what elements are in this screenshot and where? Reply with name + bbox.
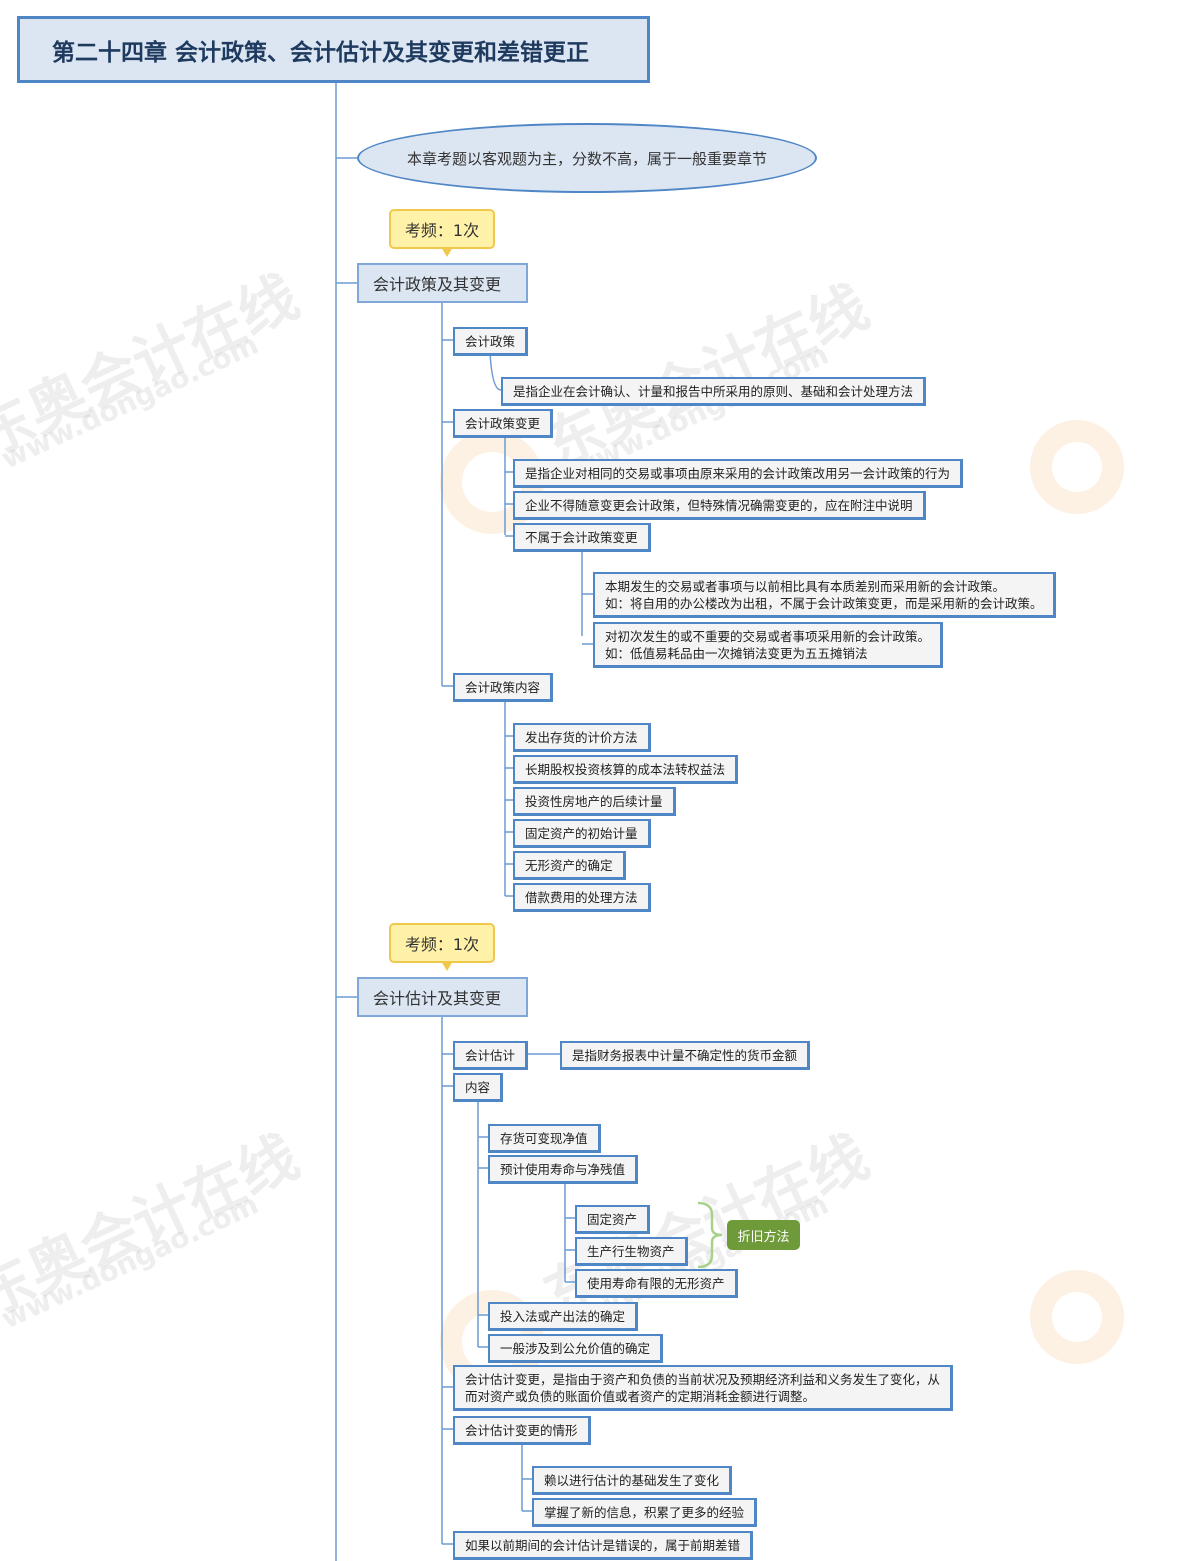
node-life-item[interactable]: 生产行生物资产 [575, 1237, 688, 1266]
node-policy-change-note[interactable]: 企业不得随意变更会计政策，但特殊情况确需变更的，应在附注中说明 [513, 491, 926, 520]
exam-frequency-callout: 考频：1次 [389, 923, 495, 971]
node-policy-def[interactable]: 是指企业在会计确认、计量和报告中所采用的原则、基础和会计处理方法 [501, 377, 927, 406]
node-estimate-content[interactable]: 内容 [453, 1073, 504, 1102]
node-estimate-content-item[interactable]: 存货可变现净值 [488, 1124, 601, 1153]
node-estimate-def[interactable]: 是指财务报表中计量不确定性的货币金额 [560, 1041, 811, 1070]
node-policy-content-item[interactable]: 无形资产的确定 [513, 851, 626, 880]
node-not-change-case[interactable]: 本期发生的交易或者事项与以前相比具有本质差别而采用新的会计政策。 如：将自用的办… [593, 572, 1056, 618]
node-policy-content-item[interactable]: 固定资产的初始计量 [513, 819, 651, 848]
def-line: 会计估计变更，是指由于资产和负债的当前状况及预期经济利益和义务发生了变化，从 [465, 1372, 941, 1387]
node-policy-change-def[interactable]: 是指企业对相同的交易或事项由原来采用的会计政策改用另一会计政策的行为 [513, 459, 964, 488]
page-title: 第二十四章 会计政策、会计估计及其变更和差错更正 [17, 16, 650, 83]
node-estimate[interactable]: 会计估计 [453, 1041, 529, 1070]
node-policy-content-item[interactable]: 借款费用的处理方法 [513, 883, 651, 912]
summary-bubble: 本章考题以客观题为主，分数不高，属于一般重要章节 [357, 123, 817, 193]
topic-estimate-change[interactable]: 会计估计及其变更 [357, 977, 528, 1017]
node-policy[interactable]: 会计政策 [453, 327, 529, 356]
depreciation-method-tag[interactable]: 折旧方法 [727, 1220, 800, 1250]
depreciation-brace [697, 1201, 723, 1269]
node-policy-content-item[interactable]: 投资性房地产的后续计量 [513, 787, 676, 816]
case-line: 对初次发生的或不重要的交易或者事项采用新的会计政策。 [605, 629, 931, 644]
node-estimate-change-cases[interactable]: 会计估计变更的情形 [453, 1416, 591, 1445]
node-not-change-case[interactable]: 对初次发生的或不重要的交易或者事项采用新的会计政策。 如：低值易耗品由一次摊销法… [593, 622, 944, 668]
node-estimate-content-item[interactable]: 预计使用寿命与净残值 [488, 1155, 639, 1184]
node-life-item[interactable]: 固定资产 [575, 1205, 651, 1234]
node-policy-content-item[interactable]: 长期股权投资核算的成本法转权益法 [513, 755, 739, 784]
node-policy-change[interactable]: 会计政策变更 [453, 409, 554, 438]
node-estimate-change-def[interactable]: 会计估计变更，是指由于资产和负债的当前状况及预期经济利益和义务发生了变化，从 而… [453, 1365, 954, 1411]
topic-policy-change[interactable]: 会计政策及其变更 [357, 263, 528, 303]
node-policy-content[interactable]: 会计政策内容 [453, 673, 554, 702]
case-line: 如：将自用的办公楼改为出租，不属于会计政策变更，而是采用新的会计政策。 [605, 596, 1043, 611]
node-estimate-content-item[interactable]: 一般涉及到公允价值的确定 [488, 1334, 664, 1363]
node-policy-content-item[interactable]: 发出存货的计价方法 [513, 723, 651, 752]
node-estimate-case-item[interactable]: 赖以进行估计的基础发生了变化 [532, 1466, 733, 1495]
case-line: 如：低值易耗品由一次摊销法变更为五五摊销法 [605, 646, 868, 661]
exam-frequency-callout: 考频：1次 [389, 209, 495, 257]
node-estimate-case-item[interactable]: 掌握了新的信息，积累了更多的经验 [532, 1498, 758, 1527]
def-line: 而对资产或负债的账面价值或者资产的定期消耗金额进行调整。 [465, 1389, 816, 1404]
node-prior-period-error[interactable]: 如果以前期间的会计估计是错误的，属于前期差错 [453, 1531, 754, 1560]
node-estimate-content-item[interactable]: 投入法或产出法的确定 [488, 1302, 639, 1331]
node-not-policy-change[interactable]: 不属于会计政策变更 [513, 523, 651, 552]
case-line: 本期发生的交易或者事项与以前相比具有本质差别而采用新的会计政策。 [605, 579, 1006, 594]
node-life-item[interactable]: 使用寿命有限的无形资产 [575, 1269, 738, 1298]
